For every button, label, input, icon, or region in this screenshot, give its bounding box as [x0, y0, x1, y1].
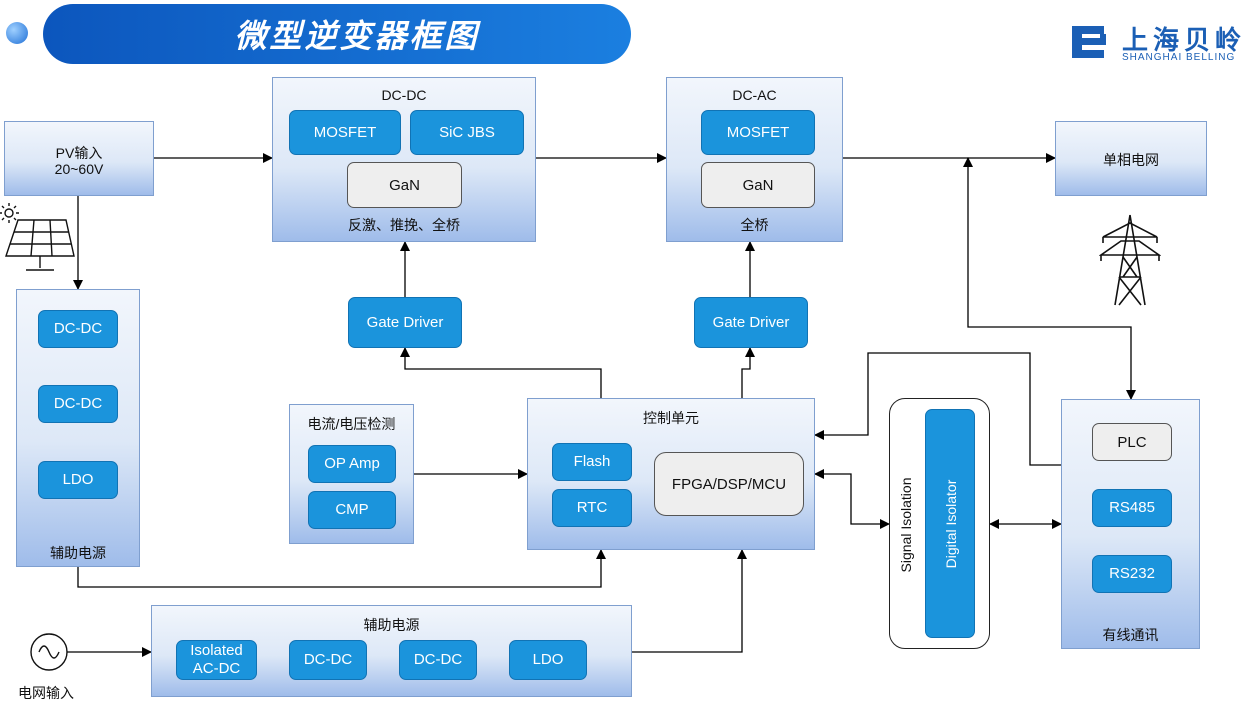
- aux-power-left-block: DC-DC DC-DC LDO 辅助电源: [16, 289, 140, 567]
- aux-left-caption: 辅助电源: [50, 545, 106, 561]
- wire-control-to-gd1: [400, 347, 602, 398]
- solar-panel-icon: [0, 203, 75, 271]
- dcdc-main-title: DC-DC: [381, 87, 427, 103]
- dcac-main-title: DC-AC: [732, 87, 777, 103]
- aux-bottom-dcdc2: DC-DC: [399, 640, 477, 680]
- aux-left-dcdc1: DC-DC: [38, 310, 118, 348]
- comm-rs232: RS232: [1092, 555, 1172, 593]
- digital-isolator: Digital Isolator: [925, 409, 975, 638]
- page-title: 微型逆变器框图: [234, 18, 480, 54]
- aux-bottom-isolated-line2: AC-DC: [192, 660, 241, 677]
- control-flash: Flash: [552, 443, 632, 481]
- sense-opamp: OP Amp: [308, 445, 396, 483]
- gate-driver-dcdc: Gate Driver: [348, 297, 462, 348]
- header-banner: 微型逆变器框图: [43, 4, 631, 64]
- logo-en-text: SHANGHAI BELLING: [1122, 52, 1236, 63]
- grid-input-label: 电网输入: [18, 685, 74, 701]
- dcdc-sic-jbs: SiC JBS: [410, 110, 524, 155]
- aux-bottom-isolated-line1: Isolated: [190, 642, 243, 659]
- dcac-gan: GaN: [701, 162, 815, 208]
- dcac-mosfet: MOSFET: [701, 110, 815, 155]
- comm-caption: 有线通讯: [1102, 627, 1159, 643]
- wire-aux2-to-control: [632, 549, 747, 653]
- gate-driver-dcac: Gate Driver: [694, 297, 808, 348]
- dcdc-topology-caption: 反激、推挽、全桥: [348, 217, 460, 233]
- pv-voltage-label: 20~60V: [54, 161, 104, 177]
- aux-bottom-dcdc1: DC-DC: [289, 640, 367, 680]
- control-title: 控制单元: [643, 410, 699, 426]
- wire-control-isolator: [814, 469, 890, 529]
- sense-cmp: CMP: [308, 491, 396, 529]
- grid-output-block: 单相电网: [1055, 121, 1207, 196]
- signal-isolation-label: Signal Isolation: [898, 477, 914, 573]
- dcdc-main-block: DC-DC MOSFET SiC JBS GaN 反激、推挽、全桥: [272, 77, 536, 242]
- grid-output-label: 单相电网: [1103, 152, 1159, 168]
- ac-source-icon: [30, 633, 68, 671]
- comm-plc: PLC: [1092, 423, 1172, 461]
- aux-left-ldo: LDO: [38, 461, 118, 499]
- control-fpga-dsp-mcu: FPGA/DSP/MCU: [654, 452, 804, 516]
- control-rtc: RTC: [552, 489, 632, 527]
- dcac-topology-caption: 全桥: [740, 217, 769, 233]
- control-unit-block: 控制单元 Flash RTC FPGA/DSP/MCU: [527, 398, 815, 550]
- aux-left-dcdc2: DC-DC: [38, 385, 118, 423]
- pv-input-label: PV输入: [55, 145, 103, 161]
- header-bullet-icon: [6, 22, 28, 44]
- aux-power-bottom-block: 辅助电源 Isolated AC-DC DC-DC DC-DC LDO: [151, 605, 632, 697]
- dcac-main-block: DC-AC MOSFET GaN 全桥: [666, 77, 843, 242]
- sense-block: 电流/电压检测 OP Amp CMP: [289, 404, 414, 544]
- wired-comm-block: PLC RS485 RS232 有线通讯: [1061, 399, 1200, 649]
- wire-control-to-gd2: [741, 347, 755, 398]
- belling-logo-icon: [1072, 26, 1106, 58]
- company-logo: 上海贝岭 SHANGHAI BELLING: [1070, 20, 1248, 66]
- aux-bottom-title: 辅助电源: [363, 617, 420, 633]
- pv-input-block: PV输入 20~60V: [4, 121, 154, 196]
- transmission-tower-icon: [1099, 214, 1161, 306]
- aux-bottom-isolated-acdc: Isolated AC-DC: [176, 640, 257, 680]
- signal-isolation-block: Signal Isolation Digital Isolator: [889, 398, 990, 649]
- digital-isolator-label: Digital Isolator: [943, 479, 959, 569]
- logo-cn-text: 上海贝岭: [1122, 25, 1247, 55]
- sense-title: 电流/电压检测: [307, 416, 396, 432]
- comm-rs485: RS485: [1092, 489, 1172, 527]
- dcdc-gan: GaN: [347, 162, 462, 208]
- aux-bottom-ldo: LDO: [509, 640, 587, 680]
- dcdc-mosfet: MOSFET: [289, 110, 401, 155]
- wire-aux-to-control: [77, 549, 606, 588]
